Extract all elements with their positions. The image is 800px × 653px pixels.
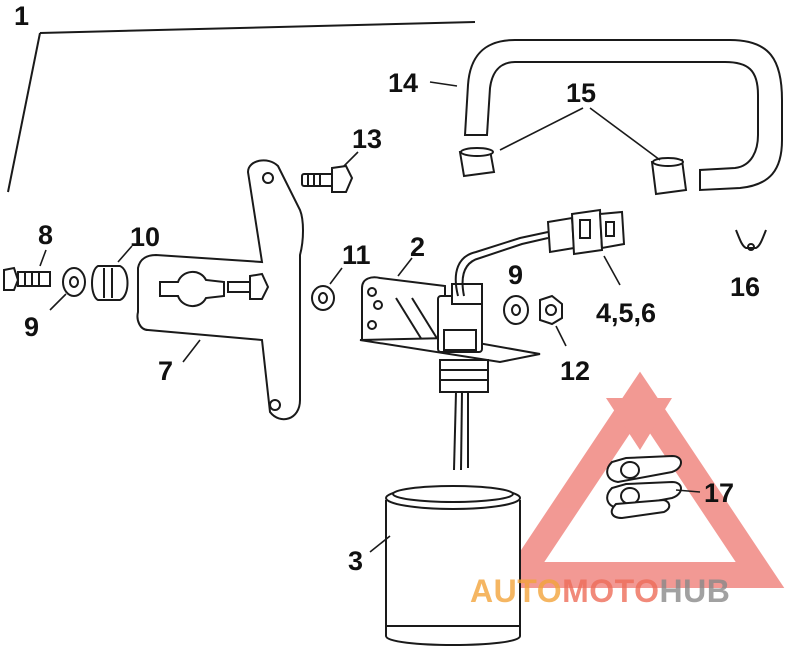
mounting-bracket <box>136 159 304 421</box>
watermark-auto: AUTO <box>470 573 562 609</box>
hose-clamp-left <box>458 147 496 178</box>
sensor-wires <box>453 231 549 471</box>
callout-7-leader <box>182 339 201 363</box>
callout-10: 10 <box>130 222 160 252</box>
washer-left <box>62 267 86 297</box>
callout-3-leader <box>369 535 391 553</box>
callout-3: 3 <box>348 546 363 576</box>
callout-14: 14 <box>388 68 418 98</box>
callout-1-leader <box>7 21 476 193</box>
screw-8 <box>3 266 51 291</box>
watermark-moto: MOTO <box>562 573 659 609</box>
callout-12-leader <box>555 325 567 347</box>
callout-2: 2 <box>410 232 425 262</box>
bracket-stud <box>227 272 270 300</box>
callout-15: 15 <box>566 78 596 108</box>
watermark-triangle-icon <box>495 371 785 588</box>
bolt-13 <box>301 164 354 193</box>
callout-456-leader <box>603 255 621 286</box>
callout-9-left-leader <box>49 293 67 311</box>
washer-11 <box>311 285 335 311</box>
callout-17: 17 <box>704 478 734 508</box>
wire-connector <box>546 208 626 256</box>
callout-10-leader <box>117 245 133 263</box>
callout-9-right: 9 <box>508 260 523 290</box>
callout-13-leader <box>343 151 359 167</box>
callout-11: 11 <box>342 240 371 270</box>
callout-2-leader <box>397 257 413 277</box>
wire-clip-icon <box>735 229 767 251</box>
watermark <box>495 371 785 588</box>
callout-14-leader <box>429 81 458 87</box>
watermark-hub: HUB <box>659 573 730 609</box>
filter-canister <box>385 485 521 646</box>
callout-15-leaders <box>499 107 661 161</box>
filter-head <box>359 276 541 393</box>
watermark-text: AUTOMOTOHUB <box>470 573 730 609</box>
callout-13: 13 <box>352 124 382 154</box>
callout-7: 7 <box>158 356 173 386</box>
clip-set <box>606 454 682 520</box>
callout-16: 16 <box>730 272 760 302</box>
callout-9-left: 9 <box>24 312 39 342</box>
grommet <box>91 265 129 301</box>
hose-clamp-right <box>650 157 688 196</box>
callout-12: 12 <box>560 356 590 386</box>
nut-12 <box>539 294 563 326</box>
callout-4-5-6: 4,5,6 <box>596 298 656 328</box>
callout-1: 1 <box>14 1 29 31</box>
washer-right <box>503 295 529 325</box>
hose <box>463 39 783 192</box>
callout-11-leader <box>329 267 343 285</box>
callout-17-leader <box>675 489 701 493</box>
callout-8: 8 <box>38 220 53 250</box>
callout-8-leader <box>39 249 47 267</box>
